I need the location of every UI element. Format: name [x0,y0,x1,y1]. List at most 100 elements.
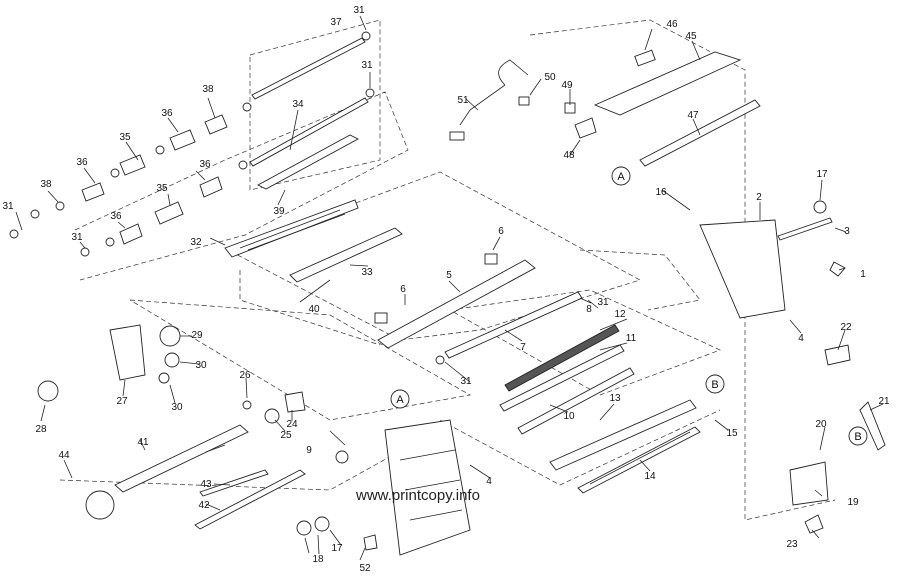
top-unit-outline [529,19,746,290]
callout-labels: 1 2 3 4 4 5 6 6 7 8 9 10 11 12 13 14 15 … [2,5,890,574]
callout-label: 8 [586,304,592,315]
callout-label: 18 [312,554,324,565]
strip-43 [199,469,269,497]
parts-artwork [9,31,886,556]
callout-label: 15 [726,428,738,439]
callout-label: 11 [626,333,637,344]
guide-5 [377,259,536,349]
callout-label: 34 [292,99,304,110]
callout-label: 49 [561,80,573,91]
right-bracket-outline [744,290,836,521]
roller-row-upper [9,102,252,239]
switch-22 [824,344,851,366]
callout-label: 24 [286,419,298,430]
callout-label: 19 [847,497,859,508]
roller-10 [517,367,635,435]
rail-41 [114,424,249,493]
callout-label: 25 [280,430,292,441]
callout-label: 31 [597,297,609,308]
callout-label: 28 [35,424,47,435]
callout-label: 35 [156,183,168,194]
callout-label: 42 [198,500,210,511]
callout-label: 23 [786,539,798,550]
bracket-27 [109,324,146,381]
roller-13 [549,399,697,471]
callout-label: 33 [361,267,373,278]
callout-label: 7 [520,342,526,353]
callout-label: 4 [486,476,492,487]
rail-42 [194,469,306,530]
callout-label: 17 [331,543,343,554]
guide-39 [257,134,359,190]
callout-label: 22 [840,322,852,333]
callout-label: 2 [756,192,762,203]
callout-label: 44 [58,450,70,461]
gear-25 [264,408,280,424]
upper-roller-outline [249,19,381,191]
callout-label: 16 [655,187,667,198]
callout-label: 45 [685,31,697,42]
gear-29 [159,325,181,347]
drive-outline [129,299,472,421]
callout-label: 4 [798,333,804,344]
callout-label: 31 [353,5,365,16]
callout-label: 1 [860,269,866,280]
callout-label: 37 [330,17,342,28]
callout-label: 17 [816,169,828,180]
callout-label: 36 [76,157,88,168]
callout-label: 50 [544,72,556,83]
ref-markers: A A B B [390,166,868,446]
shaft-34 [249,97,369,167]
callout-label: 3 [844,226,850,237]
ref-marker-label: B [711,379,718,391]
side-plate-outline [579,249,701,311]
ref-marker-circle [705,374,725,394]
callout-label: 48 [563,150,575,161]
frame-link-outline [439,409,721,486]
callout-label: 27 [116,396,128,407]
callout-label: 36 [161,108,173,119]
watermark-text: www.printcopy.info [355,487,480,504]
callout-label: 46 [666,19,678,30]
callout-label: 35 [119,132,131,143]
ref-marker-label: A [396,394,404,406]
callout-label: 12 [614,309,626,320]
callout-label: 39 [273,206,285,217]
callout-label: 26 [239,370,251,381]
callout-label: 31 [361,60,373,71]
callout-label: 6 [400,284,406,295]
callout-label: 31 [71,232,83,243]
shaft-37 [251,37,366,100]
bracket-outline [239,270,381,346]
callout-label: 30 [171,402,183,413]
callout-label: 38 [202,84,214,95]
plate-33 [289,227,403,283]
guide-14 [577,426,701,494]
roller-group-outline [448,289,721,396]
roller-7 [444,291,583,359]
ref-marker-circle [848,426,868,446]
ref-marker-circle [611,166,631,186]
main-frame [384,419,471,556]
callout-label: 52 [359,563,371,574]
bracket-19 [789,461,829,506]
callout-label: 51 [457,95,469,106]
callout-label: 9 [306,445,312,456]
lever-21 [859,401,886,451]
callout-label: 30 [195,360,207,371]
roller-11 [499,344,625,412]
part-23 [804,514,824,534]
callout-label: 47 [687,110,699,121]
callout-label: 10 [563,411,575,422]
harness-51 [459,59,529,126]
ref-marker-label: B [854,431,861,443]
roller-12 [504,324,620,392]
motor-41 [85,490,115,520]
callout-label: 43 [200,479,212,490]
callout-label: 31 [460,376,472,387]
ref-marker-label: A [617,171,625,183]
callout-label: 29 [191,330,203,341]
motor-28 [37,380,59,402]
roller-row-lower [80,160,248,257]
